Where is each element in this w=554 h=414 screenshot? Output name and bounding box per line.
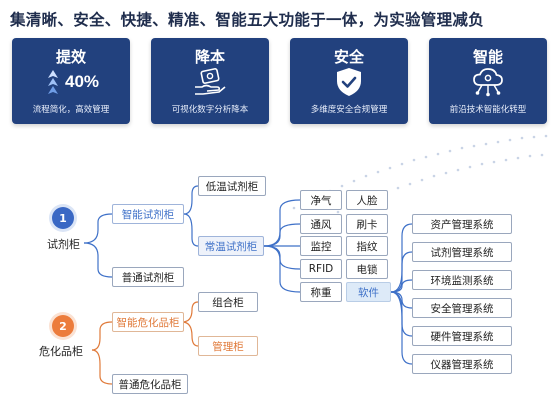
card-cost: 降本 可视化数字分析降本 [151, 38, 269, 124]
card-smart: 智能 前沿技术智能化转型 [429, 38, 547, 124]
card-security: 安全 多维度安全合规管理 [290, 38, 408, 124]
card-desc: 多维度安全合规管理 [310, 105, 388, 115]
root-number-badge: 1 [52, 207, 74, 229]
system-security-management: 安全管理系统 [412, 298, 512, 318]
system-asset-management: 资产管理系统 [412, 214, 512, 234]
system-hardware-management: 硬件管理系统 [412, 326, 512, 346]
system-reagent-management: 试剂管理系统 [412, 242, 512, 262]
feature-weighing: 称重 [300, 282, 342, 302]
feature-rfid: RFID [300, 259, 342, 279]
node-smart-hazard-cabinet: 智能危化品柜 [112, 312, 184, 332]
card-efficiency: 提效 40% 流程简化，高效管理 [12, 38, 130, 124]
page-headline: 集清晰、安全、快捷、精准、智能五大功能于一体，为实验管理减负 [10, 11, 485, 29]
feature-card: 刷卡 [346, 214, 388, 234]
node-normal-temp-cabinet: 常温试剂柜 [198, 236, 264, 256]
card-title: 安全 [333, 48, 364, 66]
feature-monitoring: 监控 [300, 236, 342, 256]
node-combo-cabinet: 组合柜 [198, 292, 258, 312]
card-title: 智能 [472, 48, 503, 66]
node-low-temp-cabinet: 低温试剂柜 [198, 176, 266, 196]
card-desc: 前沿技术智能化转型 [449, 105, 527, 115]
percent-icon [47, 70, 58, 94]
shield-check-icon [337, 68, 361, 96]
card-desc: 可视化数字分析降本 [171, 105, 249, 115]
node-ordinary-hazard-cabinet: 普通危化品柜 [112, 374, 188, 394]
hand-coin-icon [195, 68, 226, 95]
card-title: 提效 [55, 48, 86, 66]
root-number-badge: 2 [52, 315, 74, 337]
card-desc: 流程简化，高效管理 [32, 105, 110, 115]
feature-ventilation: 通风 [300, 214, 342, 234]
cloud-network-icon [473, 68, 503, 97]
system-instrument-management: 仪器管理系统 [412, 354, 512, 374]
feature-face: 人脸 [346, 190, 388, 210]
node-ordinary-reagent-cabinet: 普通试剂柜 [112, 267, 184, 287]
feature-fingerprint: 指纹 [346, 236, 388, 256]
node-smart-reagent-cabinet: 智能试剂柜 [112, 204, 184, 224]
root-hazard-cabinet: 危化品柜 [39, 345, 83, 358]
root-reagent-cabinet: 试剂柜 [47, 238, 80, 251]
card-title: 降本 [194, 48, 225, 66]
feature-electric-lock: 电锁 [346, 259, 388, 279]
feature-clean-air: 净气 [300, 190, 342, 210]
system-environment-monitoring: 环境监测系统 [412, 270, 512, 290]
percent-value: 40% [64, 72, 100, 91]
feature-software: 软件 [346, 282, 391, 302]
node-management-cabinet: 管理柜 [198, 336, 258, 356]
